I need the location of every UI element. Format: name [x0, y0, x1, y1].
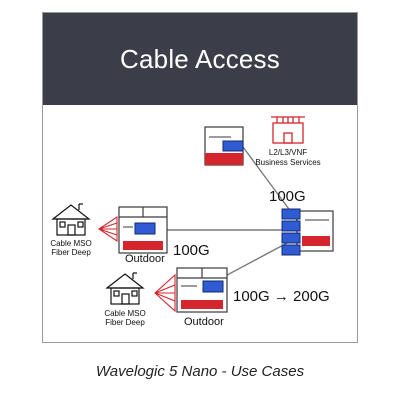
- building-icon: [271, 116, 305, 144]
- business-node: [204, 126, 244, 166]
- site-top-label-line1: Cable MSO: [50, 239, 91, 248]
- fiber-fan-top: [98, 215, 118, 243]
- site-bottom-label-line1: Cable MSO: [104, 309, 145, 318]
- link-label-top: 100G: [269, 188, 306, 205]
- link-label-bottom: 100G → 200G: [233, 288, 330, 305]
- outdoor-cabinet-bottom: [176, 267, 228, 313]
- network-diagram: L2/L3/VNF Business Services 100G 100G 10…: [50, 116, 334, 328]
- fiber-fan-bottom: [154, 273, 176, 313]
- link-line-top: [242, 146, 298, 221]
- cable-access-card: Cable Access: [42, 12, 358, 343]
- business-label-line2: Business Services: [255, 158, 320, 167]
- outdoor-cabinet-top: [118, 206, 168, 254]
- house-icon: [51, 203, 91, 236]
- site-top-label-line2: Fiber Deep: [51, 248, 91, 257]
- cabinet-bottom-label: Outdoor: [184, 316, 224, 328]
- site-bottom-label-line2: Fiber Deep: [105, 318, 145, 327]
- cabinet-top-label: Outdoor: [125, 253, 165, 265]
- card-header: Cable Access: [43, 13, 357, 105]
- card-title: Cable Access: [120, 43, 280, 74]
- figure-caption: Wavelogic 5 Nano - Use Cases: [95, 363, 305, 380]
- business-label-line1: L2/L3/VNF: [269, 148, 307, 157]
- link-label-middle: 100G: [173, 242, 210, 259]
- central-hub-node: [281, 208, 334, 256]
- house-icon: [105, 272, 145, 305]
